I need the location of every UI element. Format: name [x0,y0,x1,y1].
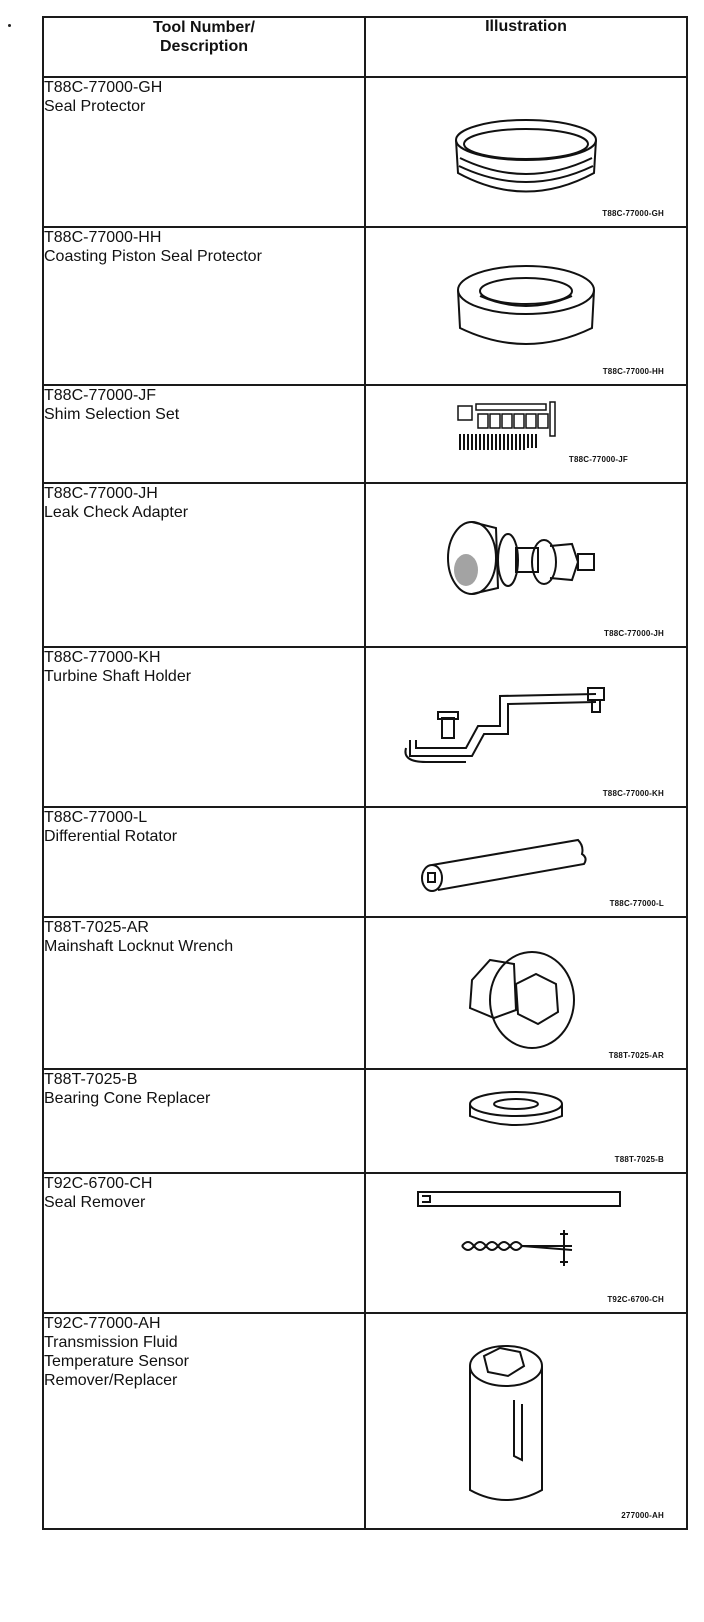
table-row: T88C-77000-HH Coasting Piston Seal Prote… [42,226,688,386]
header-col1-line1: Tool Number/ [153,19,255,36]
illustration-caption: T88C-77000-JF [568,455,628,464]
tool-description: Turbine Shaft Holder [44,668,192,685]
tool-description-line: Remover/Replacer [44,1372,178,1389]
tool-number: T88T-7025-AR [44,919,149,936]
tool-illustration-cell: T88T-7025-B [364,1068,688,1174]
tool-illustration-cell: T88C-77000-L [364,806,688,918]
thick-seal-ring-icon [457,265,595,345]
table-row: T88T-7025-B Bearing Cone Replacer T88T-7… [42,1068,688,1174]
tool-illustration-cell: T88C-77000-JH [364,482,688,648]
tool-illustration-cell: T88C-77000-HH [364,226,688,386]
header-row: Tool Number/ Description Illustration [42,16,688,78]
hex-socket-wrench-icon [468,951,575,1049]
tool-number: T88C-77000-HH [44,229,162,246]
tool-number: T92C-6700-CH [44,1175,153,1192]
tool-number: T88C-77000-JF [44,387,157,404]
tool-description-cell: T88T-7025-B Bearing Cone Replacer [42,1068,366,1174]
tool-description: Shim Selection Set [44,406,180,423]
table-row: T88C-77000-JF Shim Selection Set T88C-77… [42,384,688,484]
table-row: T92C-77000-AH Transmission Fluid Tempera… [42,1312,688,1530]
illustration-caption: T88C-77000-HH [602,367,664,376]
rotator-tube-icon [421,838,587,892]
table-row: T88C-77000-JH Leak Check Adapter T88C-77… [42,482,688,648]
tool-illustration-cell: T92C-6700-CH [364,1172,688,1314]
tool-description-line: Temperature Sensor [44,1353,189,1370]
header-col1-line2: Description [159,38,248,55]
shim-set-icon [457,401,556,450]
tool-number: T88T-7025-B [44,1071,138,1088]
illustration-caption: T92C-6700-CH [607,1295,664,1304]
tool-description-cell: T88C-77000-L Differential Rotator [42,806,366,918]
table-row: T88C-77000-KH Turbine Shaft Holder T88C-… [42,646,688,808]
table-row: T88C-77000-L Differential Rotator T88C-7… [42,806,688,918]
special-tools-table: Tool Number/ Description Illustration T8… [42,16,688,1530]
tool-number: T88C-77000-JH [44,485,158,502]
tool-illustration-cell: T88C-77000-GH [364,76,688,228]
cone-replacer-disc-icon [469,1091,563,1126]
tool-description: Coasting Piston Seal Protector [44,248,262,265]
tool-number: T88C-77000-GH [44,79,163,96]
tool-description: Differential Rotator [44,828,178,845]
seal-remover-rod-icon [417,1191,621,1266]
tool-description-cell: T92C-6700-CH Seal Remover [42,1172,366,1314]
tool-description-cell: T92C-77000-AH Transmission Fluid Tempera… [42,1312,366,1530]
tool-description-cell: T88C-77000-KH Turbine Shaft Holder [42,646,366,808]
leak-adapter-icon [447,521,595,595]
tool-description: Bearing Cone Replacer [44,1090,211,1107]
tool-description-line: Transmission Fluid [44,1334,178,1351]
tool-description-cell: T88C-77000-HH Coasting Piston Seal Prote… [42,226,366,386]
table-row: T92C-6700-CH Seal Remover T92C-6700-CH [42,1172,688,1314]
tool-description: Leak Check Adapter [44,504,189,521]
tool-illustration-cell: T88C-77000-KH [364,646,688,808]
illustration-caption: T88C-77000-L [609,899,664,908]
tool-illustration-cell: 277000-AH [364,1312,688,1530]
tool-description-cell: T88C-77000-GH Seal Protector [42,76,366,228]
table-row: T88C-77000-GH Seal Protector T88C-77000-… [42,76,688,228]
illustration-caption: T88C-77000-KH [602,789,664,798]
seal-protector-ring-icon [455,119,597,193]
tool-number: T92C-77000-AH [44,1315,161,1332]
stray-dot [8,24,11,27]
tool-number: T88C-77000-L [44,809,148,826]
header-illustration: Illustration [364,16,688,78]
illustration-caption: T88T-7025-B [614,1155,664,1164]
tool-illustration-cell: T88C-77000-JF [364,384,688,484]
tool-description: Mainshaft Locknut Wrench [44,938,234,955]
tool-description-cell: T88T-7025-AR Mainshaft Locknut Wrench [42,916,366,1070]
header-tool-number: Tool Number/ Description [42,16,366,78]
tool-description: Seal Protector [44,98,146,115]
tool-description-cell: T88C-77000-JF Shim Selection Set [42,384,366,484]
table-row: T88T-7025-AR Mainshaft Locknut Wrench T8… [42,916,688,1070]
sensor-socket-icon [469,1345,543,1501]
shaft-holder-bracket-icon [404,687,605,763]
tool-illustration-cell: T88T-7025-AR [364,916,688,1070]
tool-number: T88C-77000-KH [44,649,161,666]
illustration-caption: T88T-7025-AR [608,1051,664,1060]
illustration-caption: T88C-77000-GH [602,209,664,218]
illustration-caption: T88C-77000-JH [604,629,664,638]
illustration-caption: 277000-AH [621,1511,664,1520]
tool-description: Seal Remover [44,1194,146,1211]
tool-description-cell: T88C-77000-JH Leak Check Adapter [42,482,366,648]
